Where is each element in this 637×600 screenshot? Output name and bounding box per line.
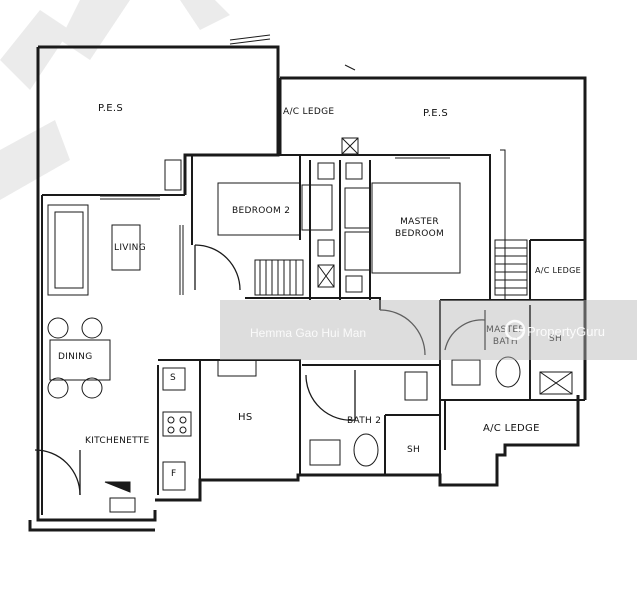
room-label-dining: DINING <box>58 352 93 362</box>
background-watermark <box>0 0 230 200</box>
master-bedroom-line1: MASTER <box>400 217 439 227</box>
room-label-sh-bath2: SH <box>407 445 421 455</box>
fixture-label-s: S <box>170 373 177 383</box>
watermark-band <box>220 300 637 360</box>
room-label-sh-master: SH <box>549 334 563 344</box>
propertyguru-logo-icon <box>504 319 526 341</box>
room-label-living: LIVING <box>114 243 146 253</box>
room-label-pes-left: P.E.S <box>98 103 123 114</box>
room-label-master-bedroom: MASTER BEDROOM <box>395 216 444 240</box>
master-bath-line2: BATH <box>492 337 518 347</box>
outer-walls <box>28 45 587 532</box>
fixture-label-f: F <box>171 469 177 479</box>
room-label-ac-ledge-right: A/C LEDGE <box>535 266 581 275</box>
room-label-pes-right: P.E.S <box>423 108 448 119</box>
watermark-brand: PropertyGuru <box>527 324 606 339</box>
watermark-agent-name: Hemma Gao Hui Man <box>250 326 367 340</box>
room-label-kitchenette: KITCHENETTE <box>85 436 150 446</box>
door-swings <box>34 244 486 496</box>
room-label-bath2: BATH 2 <box>347 416 382 426</box>
room-label-ac-ledge-top: A/C LEDGE <box>283 107 335 117</box>
room-label-bedroom2: BEDROOM 2 <box>232 206 291 216</box>
master-bedroom-line2: BEDROOM <box>395 229 445 239</box>
room-label-ac-ledge-bottom: A/C LEDGE <box>483 423 540 434</box>
windows <box>100 34 506 300</box>
fixtures <box>47 137 573 513</box>
room-label-hs: HS <box>238 412 253 423</box>
interior-walls <box>41 154 586 515</box>
